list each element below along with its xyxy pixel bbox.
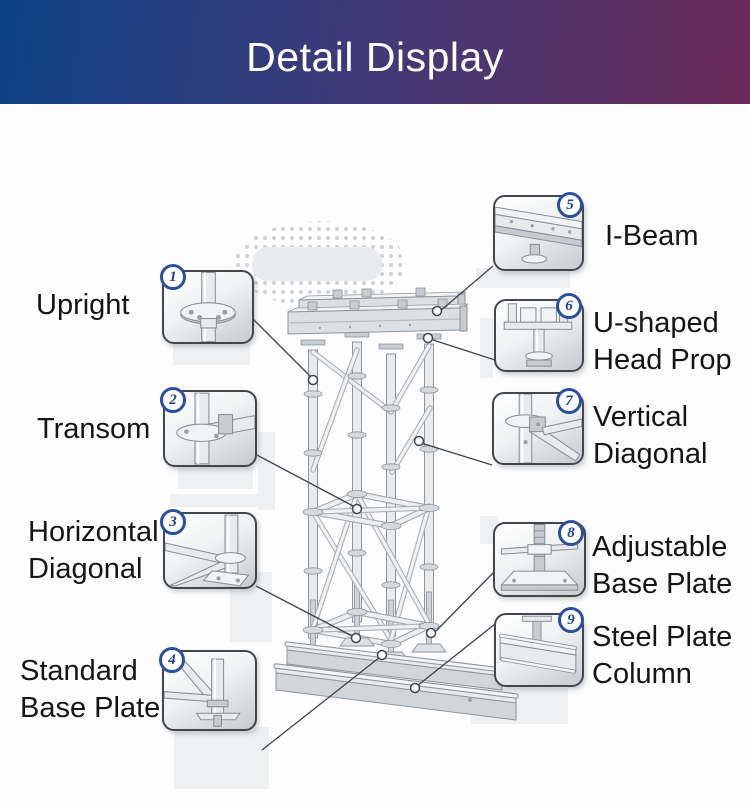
- part-number-badge: 9: [558, 607, 584, 633]
- part-label: Horizontal Diagonal: [28, 516, 159, 585]
- rosette-connectors: [302, 372, 440, 648]
- adjustable-base-plate-thumbnail-image: [493, 522, 586, 597]
- part-number-badge: 7: [556, 388, 582, 414]
- part-label: Transom: [37, 413, 151, 445]
- part-label: I-Beam: [605, 220, 699, 252]
- vertical-diagonal-thumbnail-image: [492, 392, 584, 465]
- part-label: Steel Plate Column: [592, 621, 733, 690]
- bg-patch: [480, 318, 493, 378]
- i-beam-thumbnail-image: [493, 195, 584, 271]
- part-number-badge: 1: [160, 264, 186, 290]
- part-label: U-shaped Head Prop: [593, 307, 732, 376]
- part-number-badge: 2: [160, 387, 186, 413]
- bg-patch: [174, 727, 269, 789]
- part-number-badge: 4: [159, 647, 185, 673]
- i-beams: [287, 287, 469, 335]
- standard-base-plate-thumbnail-image: [162, 650, 257, 731]
- bg-patch: [476, 268, 570, 288]
- bg-patch: [170, 494, 262, 507]
- part-number-badge: 8: [558, 520, 584, 546]
- part-label: Upright: [36, 289, 130, 321]
- vertical-diagonal-braces: [310, 343, 433, 643]
- bg-patch: [178, 466, 253, 489]
- part-number-badge: 6: [556, 293, 582, 319]
- header-banner: Detail Display: [0, 0, 750, 104]
- part-number-badge: 3: [160, 509, 186, 535]
- mid-transom-ring: [309, 490, 433, 530]
- steel-plate-columns: [273, 641, 519, 721]
- bottom-transom-ring: [309, 608, 433, 648]
- bg-patch: [173, 340, 250, 365]
- halftone-blob: [252, 247, 382, 281]
- part-label: Standard Base Plate: [20, 655, 161, 724]
- u-head-props: [300, 331, 442, 350]
- part-number-badge: 5: [557, 192, 583, 218]
- scaffold-tower-illustration: [234, 221, 519, 751]
- bg-patch: [258, 432, 275, 510]
- part-label: Vertical Diagonal: [593, 401, 708, 470]
- part-label: Adjustable Base Plate: [592, 531, 733, 600]
- page-title: Detail Display: [246, 33, 504, 80]
- leader-lines: [251, 265, 496, 751]
